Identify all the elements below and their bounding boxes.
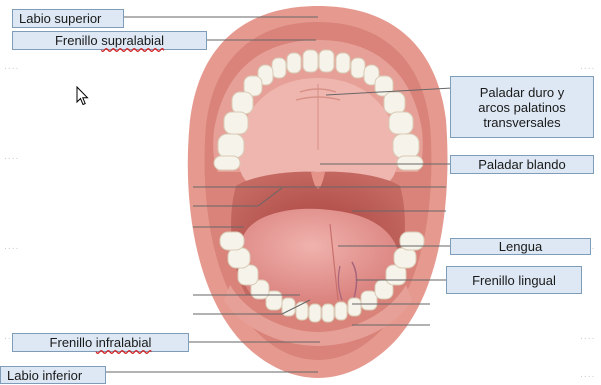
label-text: Frenillo infralabial xyxy=(50,335,152,350)
label-text: Frenillo supralabial xyxy=(55,33,164,48)
label-text: Paladar duro y arcos palatinos transvers… xyxy=(478,85,565,130)
label-frenillo-lingual[interactable]: Frenillo lingual xyxy=(446,266,582,294)
label-text: Paladar blando xyxy=(478,157,565,172)
label-paladar-duro[interactable]: Paladar duro y arcos palatinos transvers… xyxy=(450,76,594,138)
mouse-pointer-icon xyxy=(76,86,89,106)
label-text: Frenillo lingual xyxy=(472,273,556,288)
label-labio-superior[interactable]: Labio superior xyxy=(12,9,124,28)
label-lengua[interactable]: Lengua xyxy=(450,238,591,255)
label-text: Labio inferior xyxy=(7,368,82,383)
label-frenillo-infralabial[interactable]: Frenillo infralabial xyxy=(12,333,189,352)
label-labio-inferior[interactable]: Labio inferior xyxy=(0,366,106,384)
label-text: Lengua xyxy=(499,239,542,254)
label-frenillo-supralabial[interactable]: Frenillo supralabial xyxy=(12,31,207,50)
label-text: Labio superior xyxy=(19,11,101,26)
label-paladar-blando[interactable]: Paladar blando xyxy=(450,155,594,174)
